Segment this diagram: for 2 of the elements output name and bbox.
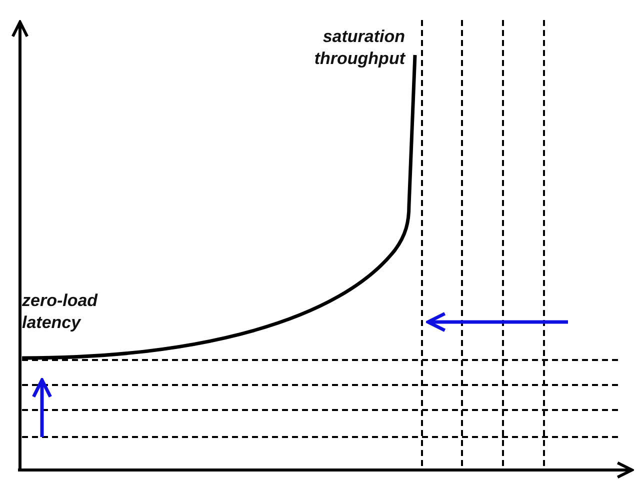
axis-annotation: zero-load latency: [22, 290, 99, 334]
axis-annotation: saturation throughput: [313, 26, 405, 70]
